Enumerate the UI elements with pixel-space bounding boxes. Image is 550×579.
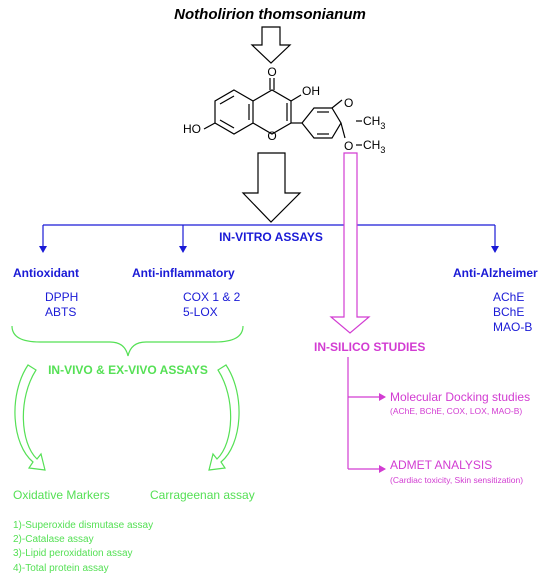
admet-analysis: ADMET ANALYSIS xyxy=(390,458,492,472)
ring-oxygen: O xyxy=(267,129,276,143)
methyl-bottom: CH3 xyxy=(363,138,385,155)
molecule-labels: O OH O HO O CH3 O CH3 xyxy=(183,65,385,155)
main-hollow-arrow xyxy=(241,152,302,223)
hydroxyl-3: OH xyxy=(302,84,320,98)
curved-arrow-right xyxy=(208,364,240,471)
hydroxyl-7: HO xyxy=(183,122,201,136)
in-vivo-heading: IN-VIVO & EX-VIVO ASSAYS xyxy=(48,363,208,377)
antioxidant-item-1: DPPH xyxy=(45,290,78,304)
in-vitro-heading: IN-VITRO ASSAYS xyxy=(219,230,323,244)
docking-targets: (AChE, BChE, COX, LOX, MAO-B) xyxy=(390,406,522,416)
in-vivo-assay-2: 2)-Catalase assay xyxy=(13,534,94,545)
in-silico-hollow-arrow xyxy=(329,152,371,334)
in-silico-connectors xyxy=(347,357,386,473)
in-vivo-brace xyxy=(11,325,244,357)
in-silico-heading: IN-SILICO STUDIES xyxy=(314,340,425,354)
methyl-top: CH3 xyxy=(363,114,385,131)
carrageenan-assay: Carrageenan assay xyxy=(150,488,255,502)
molecular-docking: Molecular Docking studies xyxy=(390,390,530,404)
top-hollow-arrow xyxy=(250,26,292,64)
in-vivo-assay-4: 4)-Total protein assay xyxy=(13,563,109,574)
methoxy-oxygen-bottom: O xyxy=(344,139,353,153)
title: Notholirion thomsonianum xyxy=(174,6,366,23)
anti-alzheimer-item-3: MAO-B xyxy=(493,320,532,334)
admet-targets: (Cardiac toxicity, Skin sensitization) xyxy=(390,475,523,485)
methoxy-oxygen-top: O xyxy=(344,96,353,110)
anti-alzheimer-item-1: AChE xyxy=(493,290,524,304)
carbonyl-oxygen: O xyxy=(267,65,276,79)
curved-arrow-left xyxy=(14,364,46,471)
anti-inflammatory-item-1: COX 1 & 2 xyxy=(183,290,241,304)
in-vivo-assay-3: 3)-Lipid peroxidation assay xyxy=(13,548,133,559)
anti-alzheimer-title: Anti-Alzheimer xyxy=(453,266,538,280)
antioxidant-title: Antioxidant xyxy=(13,266,79,280)
anti-alzheimer-item-2: BChE xyxy=(493,305,524,319)
in-vitro-connectors xyxy=(39,224,499,253)
flavonoid-structure xyxy=(203,78,362,146)
oxidative-markers: Oxidative Markers xyxy=(13,488,110,502)
antioxidant-item-2: ABTS xyxy=(45,305,76,319)
in-vivo-assay-1: 1)-Superoxide dismutase assay xyxy=(13,520,153,531)
anti-inflammatory-title: Anti-inflammatory xyxy=(132,266,235,280)
anti-inflammatory-item-2: 5-LOX xyxy=(183,305,218,319)
